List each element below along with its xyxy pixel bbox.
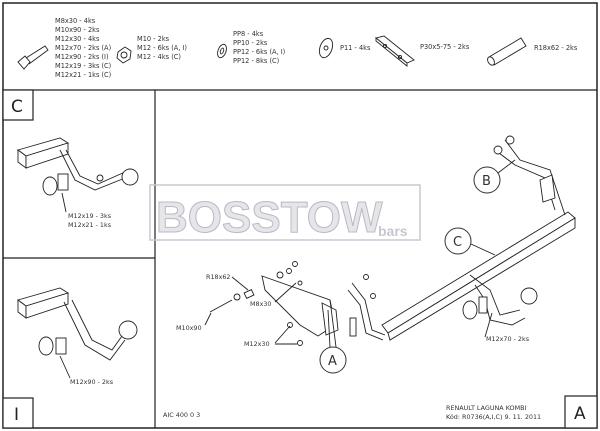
callout-c: C xyxy=(444,227,496,256)
svg-text:A: A xyxy=(328,354,337,369)
panel-i-bolt: M12x90 - 2ks xyxy=(70,378,114,386)
part-washer: PP12 - 6ks (A, I) xyxy=(233,48,285,56)
annotation-m12x70: M12x70 - 2ks xyxy=(486,335,530,343)
part-code-date: Kód: R0736(A,I,C) 9. 11. 2011 xyxy=(446,413,541,421)
annotation-r18x62: R18x62 xyxy=(206,273,231,281)
panel-c-label: C xyxy=(11,97,23,117)
leader-line xyxy=(484,312,493,338)
bolt-icon xyxy=(17,45,49,70)
callout-b: B xyxy=(473,159,516,194)
svg-text:BOSSTOW: BOSSTOW xyxy=(156,193,383,242)
part-washer: PP12 - 8ks (C) xyxy=(233,57,279,65)
leader-line xyxy=(274,325,291,344)
part-washer: PP8 - 4ks xyxy=(233,30,264,38)
leader-line xyxy=(274,282,297,303)
part-bolt: M12x19 - 3ks (C) xyxy=(55,62,111,70)
part-big-washer: P11 - 4ks xyxy=(340,44,371,52)
vehicle-name: RENAULT LAGUNA KOMBI xyxy=(446,404,526,412)
leader-line xyxy=(204,312,212,326)
hitch-variant-i-drawing xyxy=(17,287,138,361)
part-bolt: M12x70 - 2ks (A) xyxy=(55,44,111,52)
part-bolt: M12x90 - 2ks (I) xyxy=(55,53,109,61)
part-washer: PP10 - 2ks xyxy=(233,39,268,47)
leader-line xyxy=(231,276,249,291)
part-bolt: M10x90 - 2ks xyxy=(55,26,100,34)
svg-text:bars: bars xyxy=(378,223,408,239)
panel-c-label-box xyxy=(2,89,34,121)
main-label-box xyxy=(564,395,598,429)
tube-icon xyxy=(487,37,527,66)
svg-text:C: C xyxy=(453,235,462,250)
part-plate: P30x5-75 - 2ks xyxy=(420,43,470,51)
callout-a: A xyxy=(319,299,347,374)
leader-line xyxy=(61,192,67,213)
panel-c-bolt: M12x21 - 1ks xyxy=(68,221,112,229)
svg-text:B: B xyxy=(482,174,491,189)
bolts-list: M8x30 - 4ks M10x90 - 2ks M12x30 - 4ks M1… xyxy=(55,17,111,79)
part-tube: R18x62 - 2ks xyxy=(534,44,578,52)
panel-i-label: I xyxy=(14,405,19,425)
part-bolt: M8x30 - 4ks xyxy=(55,17,96,25)
annotation-m12x30: M12x30 xyxy=(244,340,270,348)
annotation-m8x30: M8x30 xyxy=(250,300,272,308)
hitch-variant-c-drawing xyxy=(17,137,139,196)
annotation-m10x90: M10x90 xyxy=(176,324,202,332)
panel-c-bolt: M12x19 - 3ks xyxy=(68,212,112,220)
washer-icon xyxy=(217,43,227,59)
nut-icon xyxy=(116,46,132,64)
leader-line xyxy=(59,355,71,379)
towbar-main-drawing xyxy=(209,135,576,346)
part-nut: M10 - 2ks xyxy=(137,35,170,43)
part-bolt: M12x30 - 4ks xyxy=(55,35,100,43)
big-washer-icon xyxy=(318,37,334,59)
drawing-number: AIC 400 0 3 xyxy=(163,411,200,419)
plate-icon xyxy=(375,35,415,67)
part-bolt: M12x21 - 1ks (C) xyxy=(55,71,111,79)
panel-i-label-box xyxy=(2,397,34,429)
main-label: A xyxy=(574,404,586,424)
part-nut: M12 - 4ks (C) xyxy=(137,53,181,61)
part-nut: M12 - 6ks (A, I) xyxy=(137,44,187,52)
bosstow-watermark: BOSSTOW bars xyxy=(149,184,421,243)
